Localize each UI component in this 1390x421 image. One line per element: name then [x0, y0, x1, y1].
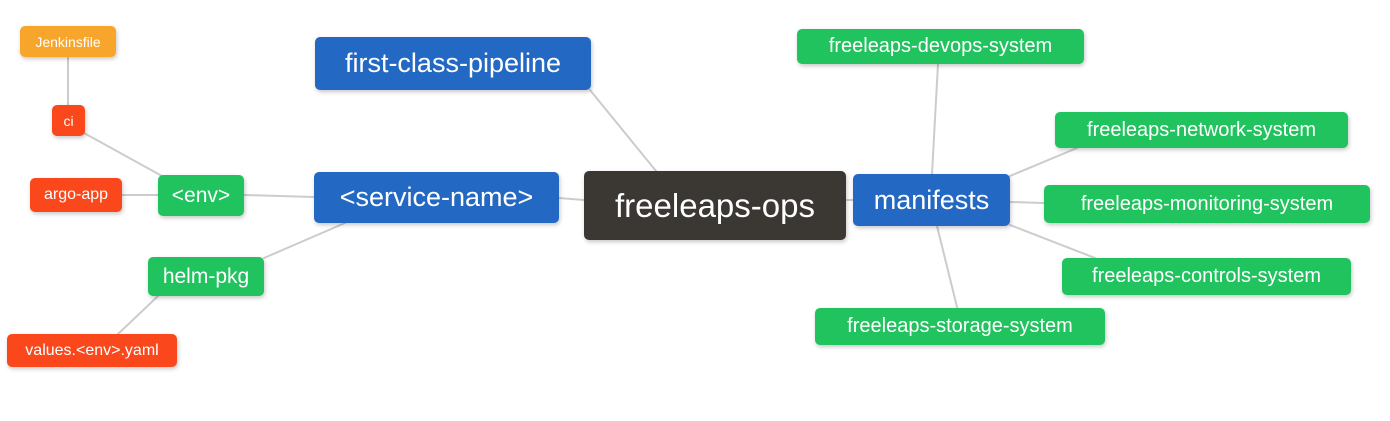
node-service-name[interactable]: <service-name>: [314, 172, 559, 223]
edge-manifests-monitoring: [1009, 201, 1045, 204]
edge-ci-env: [83, 132, 163, 177]
node-jenkinsfile[interactable]: Jenkinsfile: [20, 26, 116, 57]
node-argo-app[interactable]: argo-app: [30, 178, 122, 212]
node-freeleaps-controls-system[interactable]: freeleaps-controls-system: [1062, 258, 1351, 295]
node-manifests[interactable]: manifests: [853, 174, 1010, 226]
node-freeleaps-network-system[interactable]: freeleaps-network-system: [1055, 112, 1348, 148]
edge-manifests-storage: [936, 225, 958, 308]
node-ci[interactable]: ci: [52, 105, 85, 136]
node-values-env-yaml[interactable]: values.<env>.yaml: [7, 334, 177, 367]
edge-manifests-network: [1009, 147, 1078, 177]
edge-env-service-name: [243, 194, 315, 198]
edge-values-helm-pkg: [117, 295, 159, 335]
node-freeleaps-devops-system[interactable]: freeleaps-devops-system: [797, 29, 1084, 64]
node-helm-pkg[interactable]: helm-pkg: [148, 257, 264, 296]
edge-service-name-root: [558, 197, 585, 201]
edge-first-class-pipeline-root: [589, 89, 657, 172]
node-freeleaps-storage-system[interactable]: freeleaps-storage-system: [815, 308, 1105, 345]
node-first-class-pipeline[interactable]: first-class-pipeline: [315, 37, 591, 90]
edge-manifests-controls: [1009, 224, 1096, 259]
node-env[interactable]: <env>: [158, 175, 244, 216]
node-freeleaps-monitoring-system[interactable]: freeleaps-monitoring-system: [1044, 185, 1370, 223]
edge-helm-pkg-service-name: [263, 222, 346, 259]
node-root-freeleaps-ops[interactable]: freeleaps-ops: [584, 171, 846, 240]
edge-manifests-devops: [931, 63, 939, 175]
